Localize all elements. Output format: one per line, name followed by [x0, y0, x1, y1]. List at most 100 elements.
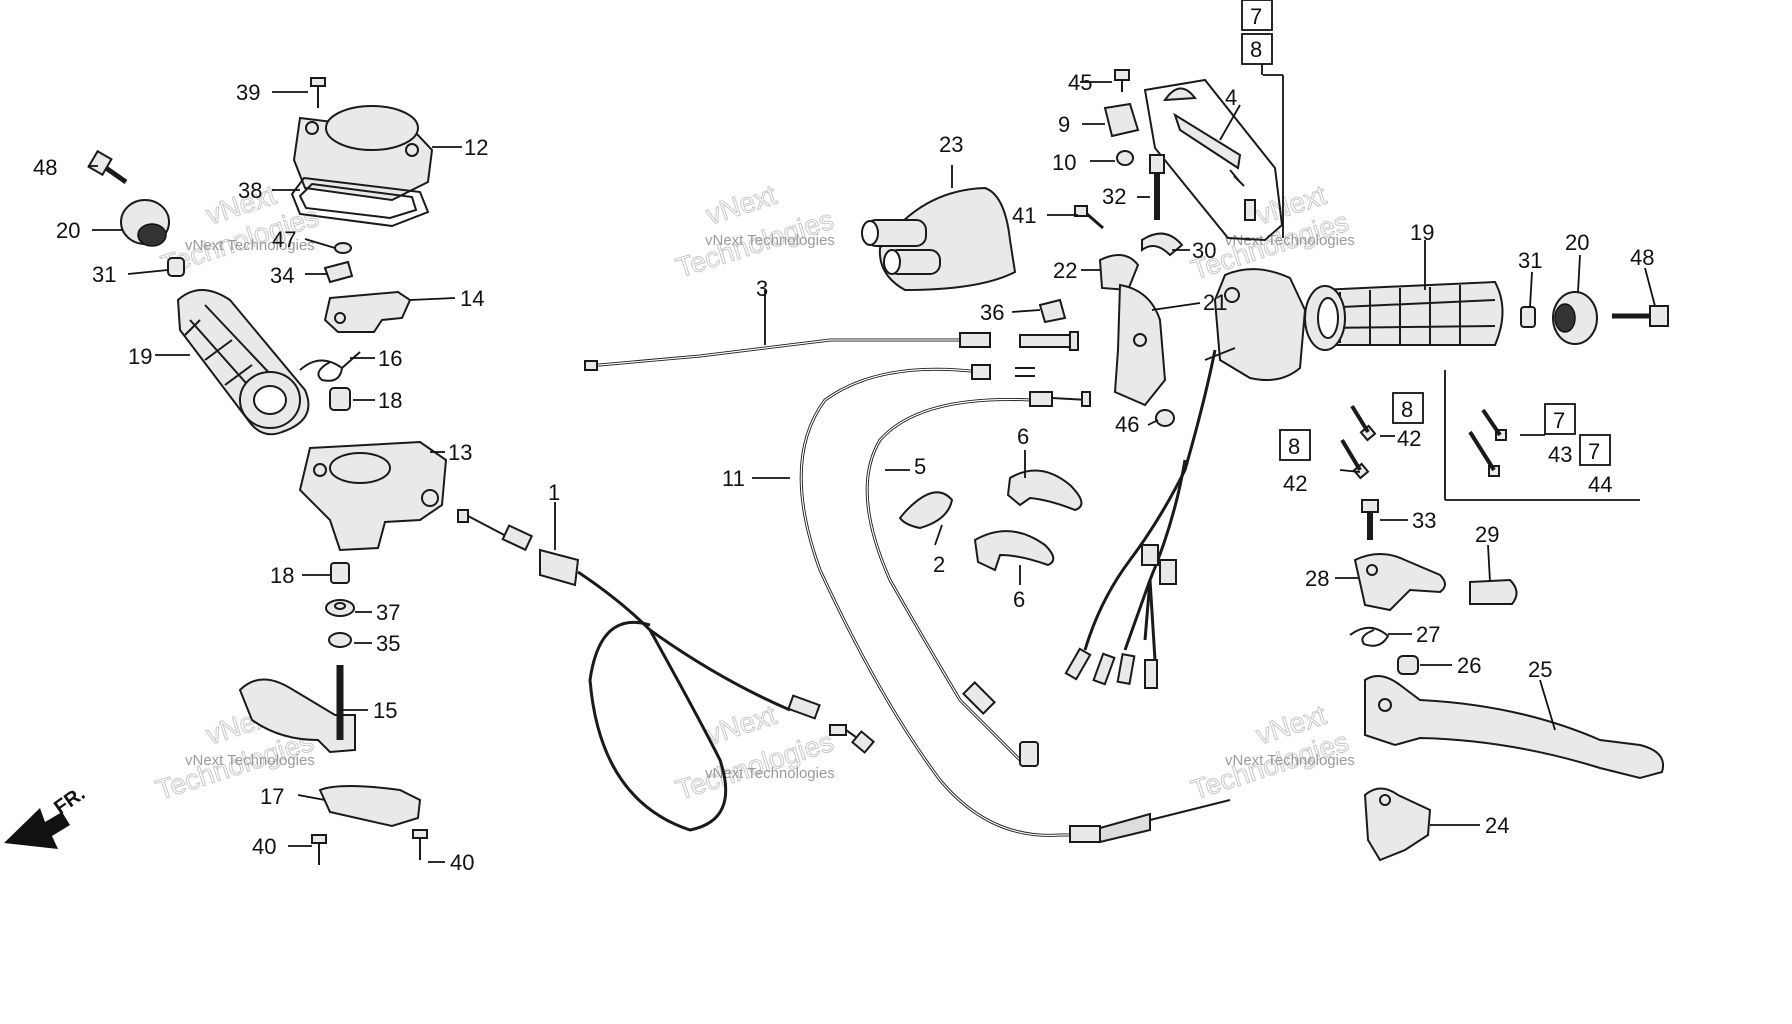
callout-48-right: 48: [1630, 245, 1654, 270]
leader-lines: [88, 81, 1656, 863]
boxed-ref-7-top: 7: [1241, 0, 1273, 31]
svg-text:vNext: vNext: [702, 699, 780, 751]
svg-text:vNext Technologies: vNext Technologies: [1225, 232, 1355, 249]
callout-13: 13: [448, 440, 472, 465]
callout-27: 27: [1416, 622, 1440, 647]
bushing-18-upper: [329, 387, 351, 411]
callout-9: 9: [1058, 112, 1070, 137]
boxed-ref-8-lower-left: 8: [1279, 429, 1311, 461]
callout-38: 38: [238, 178, 262, 203]
switch-housing: [1204, 268, 1307, 381]
screw-39: [310, 77, 326, 108]
callout-22: 22: [1053, 258, 1077, 283]
callout-42-upper: 42: [1397, 426, 1421, 451]
callout-28: 28: [1305, 566, 1329, 591]
throttle-cable-1: [457, 509, 876, 832]
bar-end-weight-20-right: [1552, 291, 1598, 345]
svg-text:vNext Technologies: vNext Technologies: [705, 765, 835, 782]
holder-24: [1363, 787, 1432, 862]
cover-23: [861, 186, 1017, 292]
callout-14: 14: [460, 286, 484, 311]
clamp-6-lower: [973, 530, 1055, 572]
callout-3: 3: [756, 276, 768, 301]
spring-27: [1349, 626, 1390, 647]
callout-41: 41: [1012, 203, 1036, 228]
bar-end-weight-20-left: [120, 199, 170, 247]
ref-bracket-44: [1444, 370, 1640, 501]
callout-17: 17: [260, 784, 284, 809]
callout-18-upper: 18: [378, 388, 402, 413]
washer-47: [334, 242, 352, 254]
switch-assembly-4: [1143, 78, 1284, 242]
boxed-ref-7-lower-right: 7: [1579, 434, 1611, 466]
callout-42-lower: 42: [1283, 471, 1307, 496]
arm-14: [323, 290, 412, 333]
screw-40-right: [412, 829, 428, 860]
screw-45: [1114, 69, 1130, 92]
callout-20-left: 20: [56, 218, 80, 243]
nut-10: [1116, 150, 1134, 166]
bushing-18-lower: [330, 562, 350, 584]
callout-30: 30: [1192, 238, 1216, 263]
clamp-2: [898, 491, 954, 530]
screw-42-lower: [1340, 438, 1370, 480]
svg-text:7: 7: [1553, 408, 1565, 433]
callout-40-right: 40: [450, 850, 474, 875]
callout-15: 15: [373, 698, 397, 723]
boxed-ref-8-upper-right: 8: [1392, 392, 1424, 424]
callout-5: 5: [914, 454, 926, 479]
callout-6-upper: 6: [1017, 424, 1029, 449]
callout-35: 35: [376, 631, 400, 656]
clip-30: [1141, 232, 1184, 257]
cable-3: [584, 331, 1079, 371]
spring-16: [299, 351, 361, 382]
nut-46: [1155, 409, 1175, 427]
washer-35: [328, 632, 352, 648]
callout-6-lower: 6: [1013, 587, 1025, 612]
callout-labels: 1 2 3 4 5 6 6 7 8 8 7 8 7 7: [33, 0, 1654, 875]
callout-24: 24: [1485, 813, 1509, 838]
callout-31-right: 31: [1518, 248, 1542, 273]
front-direction-arrow: FR.: [4, 783, 89, 849]
bracket-17: [318, 785, 422, 828]
svg-text:vNext Technologies: vNext Technologies: [185, 752, 315, 769]
callout-23: 23: [939, 132, 963, 157]
callout-36: 36: [980, 300, 1004, 325]
callout-25: 25: [1528, 657, 1552, 682]
callout-31-left: 31: [92, 262, 116, 287]
screw-42-upper: [1350, 404, 1377, 442]
lever-28: [1353, 553, 1446, 612]
cap-26: [1397, 655, 1419, 675]
callout-37: 37: [376, 600, 400, 625]
callout-48-left: 48: [33, 155, 57, 180]
watermark-2: vNext Technologies vNext Technologies: [672, 179, 838, 285]
clamp-6-upper: [1006, 469, 1083, 512]
callout-20-right: 20: [1565, 230, 1589, 255]
svg-text:8: 8: [1250, 37, 1262, 62]
grip-19-left: [176, 289, 310, 436]
svg-text:vNext Technologies: vNext Technologies: [185, 237, 315, 254]
svg-text:vNext Technologies: vNext Technologies: [1225, 752, 1355, 769]
callout-11: 11: [722, 466, 745, 491]
callout-45: 45: [1068, 70, 1092, 95]
callout-16: 16: [378, 346, 402, 371]
callout-44: 44: [1588, 472, 1612, 497]
callout-43: 43: [1548, 442, 1572, 467]
relay-9: [1103, 102, 1140, 138]
callout-19-left: 19: [128, 344, 152, 369]
callout-39: 39: [236, 80, 260, 105]
callout-10: 10: [1052, 150, 1076, 175]
throttle-lever-15: [238, 665, 356, 754]
boxed-ref-8-top: 8: [1241, 33, 1273, 65]
throttle-cover-12: [292, 105, 434, 202]
svg-text:8: 8: [1288, 434, 1300, 459]
svg-text:vNext Technologies: vNext Technologies: [705, 232, 835, 249]
cable-11: [799, 364, 1231, 844]
callout-4: 4: [1225, 85, 1237, 110]
screw-44: [1468, 430, 1500, 477]
brake-lever-25: [1364, 675, 1664, 780]
collar-31-right: [1520, 306, 1536, 328]
callout-33: 33: [1412, 508, 1436, 533]
callout-29: 29: [1475, 522, 1499, 547]
callout-12: 12: [464, 135, 488, 160]
